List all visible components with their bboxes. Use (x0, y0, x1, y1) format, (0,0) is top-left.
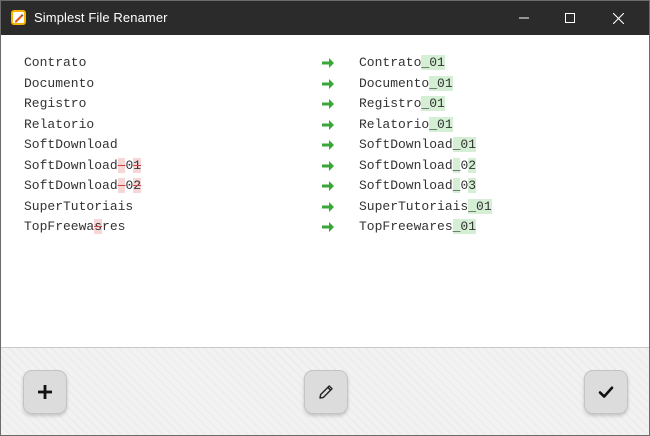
filename-text: Contrato (24, 55, 87, 70)
added-text: _01 (421, 55, 445, 70)
original-filename: Documento (24, 74, 94, 94)
filename-text: SoftDownload (359, 157, 453, 173)
removed-text: 1 (133, 157, 142, 173)
filename-text: TopFreewa (24, 219, 95, 234)
original-filename: TopFreewasres (24, 217, 125, 237)
filename-text: Relatorio (359, 116, 430, 132)
filename-text: SoftDownload (24, 178, 118, 193)
new-filename: SoftDownload_01 (359, 135, 477, 155)
new-filename: SuperTutoriais_01 (359, 197, 492, 217)
original-filename: SoftDownload-01 (24, 156, 142, 176)
filename-text: 0 (460, 157, 469, 173)
divider (1, 347, 649, 348)
checkmark-icon (598, 386, 614, 398)
filename-text: res (102, 219, 126, 234)
add-files-button[interactable] (23, 370, 67, 414)
new-filename: SoftDownload_03 (359, 176, 477, 196)
window-title: Simplest File Renamer (34, 10, 168, 25)
original-filename: Relatorio (24, 115, 94, 135)
pencil-icon (319, 385, 333, 399)
added-text: _01 (452, 219, 477, 234)
filename-text: 0 (125, 178, 134, 193)
arrow-right-icon (322, 201, 334, 212)
added-text: 2 (468, 157, 477, 173)
action-bar (1, 348, 649, 435)
new-filename: Contrato_01 (359, 53, 445, 73)
added-text: _01 (421, 96, 445, 111)
filename-text: TopFreewares (359, 219, 453, 234)
added-text: _01 (429, 75, 453, 91)
new-filename: Documento_01 (359, 74, 453, 94)
arrow-right-icon (322, 119, 334, 130)
added-text: 3 (468, 178, 477, 193)
added-text: _ (452, 157, 461, 173)
original-filename: SuperTutoriais (24, 197, 133, 217)
arrow-right-icon (322, 160, 334, 171)
new-filename: TopFreewares_01 (359, 217, 477, 237)
filename-text: SoftDownload (359, 137, 453, 152)
removed-text: s (94, 219, 103, 234)
close-button[interactable] (595, 1, 641, 35)
filename-text: Relatorio (24, 116, 95, 132)
removed-text: 2 (133, 178, 142, 193)
arrow-right-icon (322, 58, 334, 68)
filename-text: Registro (359, 96, 422, 111)
removed-text: - (117, 178, 126, 193)
maximize-icon (565, 13, 575, 23)
arrow-right-icon (322, 222, 334, 232)
arrow-right-icon (322, 140, 334, 150)
filename-text: Contrato (359, 55, 422, 70)
maximize-button[interactable] (547, 1, 593, 35)
original-filename: SoftDownload (24, 135, 118, 155)
added-text: _01 (452, 137, 477, 152)
filename-text: SoftDownload (359, 178, 453, 193)
arrow-right-icon (322, 181, 334, 191)
new-filename: Registro_01 (359, 94, 445, 114)
minimize-button[interactable] (501, 1, 547, 35)
added-text: _01 (429, 116, 453, 132)
app-icon (11, 10, 26, 25)
filename-text: SoftDownload (24, 137, 118, 152)
filename-text: SuperTutoriais (359, 198, 469, 214)
filename-text: Documento (24, 75, 95, 91)
filename-text: 0 (460, 178, 469, 193)
title-bar[interactable]: Simplest File Renamer (1, 1, 649, 35)
added-text: _ (452, 178, 461, 193)
original-filename: Registro (24, 94, 86, 114)
new-filename: Relatorio_01 (359, 115, 453, 135)
filename-text: Documento (359, 75, 430, 91)
removed-text: - (117, 157, 126, 173)
edit-rules-button[interactable] (304, 370, 348, 414)
filename-text: SoftDownload (24, 157, 118, 173)
apply-rename-button[interactable] (584, 370, 628, 414)
added-text: _01 (468, 198, 492, 214)
close-icon (612, 12, 624, 24)
filename-text: Registro (24, 96, 87, 111)
new-filename: SoftDownload_02 (359, 156, 477, 176)
filename-text: SuperTutoriais (24, 198, 134, 214)
plus-icon (38, 385, 52, 399)
arrow-right-icon (322, 78, 334, 89)
original-filename: Contrato (24, 53, 86, 73)
arrow-right-icon (322, 99, 334, 109)
minimize-icon (519, 17, 529, 19)
filename-text: 0 (125, 157, 134, 173)
original-filename: SoftDownload-02 (24, 176, 142, 196)
